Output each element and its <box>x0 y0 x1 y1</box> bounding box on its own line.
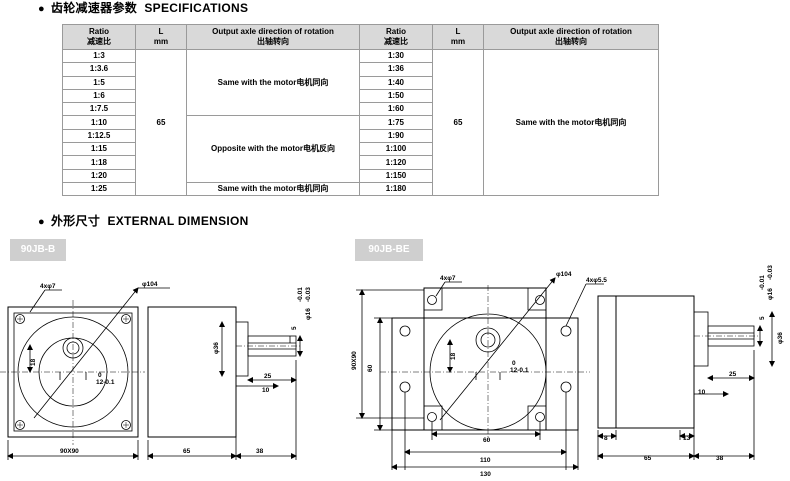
dim-5-right: 5 <box>759 316 766 320</box>
spec-title-cn: 齿轮减速器参数 <box>50 1 138 15</box>
dim-holes-left-r: 4xφ7 <box>440 275 456 282</box>
bullet-icon: ● <box>38 3 45 15</box>
dim-36-right: φ36 <box>777 332 784 344</box>
dim-10-right: 10 <box>698 389 706 396</box>
model-tag-right: 90JB-BE <box>355 239 423 261</box>
header-ratio-en: Ratio <box>89 27 109 36</box>
dim-90x90-vert: 90X90 <box>351 351 358 370</box>
dim-60-right: 60 <box>483 437 491 444</box>
header-ratio-en-2: Ratio <box>386 27 406 36</box>
dim-dia-104-right: φ104 <box>556 271 572 278</box>
header-dir-cn-2: 出轴转向 <box>555 37 587 46</box>
dim-38-right: 38 <box>716 455 724 462</box>
header-l-unit-2: mm <box>450 37 466 46</box>
dim-38-left: 38 <box>256 448 264 455</box>
dim-0-right: 0 <box>512 360 516 367</box>
tol-16b-right: -0.03 <box>767 265 774 280</box>
l-value-cell: 65 <box>135 48 187 197</box>
dim-18-left: 18 <box>30 358 37 366</box>
ext-section-title: ● 外形尺寸 EXTERNAL DIMENSION <box>38 212 249 229</box>
dim-8-right: 8 <box>604 435 608 442</box>
dim-13-right: 13 <box>683 435 691 442</box>
dim-holes-right: 4xφ5.5 <box>586 277 607 284</box>
header-l-en: L <box>158 27 164 36</box>
tol-16a-right: -0.01 <box>759 275 766 290</box>
header-ratio-cn-2: 减速比 <box>384 37 408 46</box>
dim-0-left: 0 <box>98 372 102 379</box>
dim-25-right: 25 <box>729 371 737 378</box>
table-row: 1:25 Same with the motor电机同向 1:180 <box>62 181 659 197</box>
ext-title-en: EXTERNAL DIMENSION <box>107 214 249 228</box>
dim-16-right: φ16 <box>767 288 774 300</box>
header-dir-cn: 出轴转向 <box>257 37 289 46</box>
dim-dia-104-left: φ104 <box>142 281 158 288</box>
dim-12-right: 12-0.1 <box>510 367 529 374</box>
dim-10-left: 10 <box>262 387 270 394</box>
header-l-en-2: L <box>455 27 461 36</box>
dir-same-cell-2: Same with the motor电机同向 <box>483 48 659 197</box>
dim-65-right: 65 <box>644 455 652 462</box>
dim-90x90-left: 90X90 <box>60 448 79 455</box>
left-front-view <box>0 287 170 460</box>
ratio-cell: 1:40 <box>359 75 433 90</box>
dim-60-vert: 60 <box>367 364 374 372</box>
header-l-unit: mm <box>153 37 169 46</box>
dim-130-right: 130 <box>480 471 491 478</box>
bullet-icon: ● <box>38 216 45 228</box>
dim-5-left: 5 <box>291 326 298 330</box>
dim-65-left: 65 <box>183 448 191 455</box>
dir-same-cell-3: Same with the motor电机同向 <box>186 181 360 197</box>
table-row: 1:10 Opposite with the motor电机反向 1:75 <box>62 115 659 183</box>
model-tag-left: 90JB-B <box>10 239 66 261</box>
dim-110-right: 110 <box>480 457 491 464</box>
spec-title-en: SPECIFICATIONS <box>144 1 249 15</box>
dim-18-right: 18 <box>450 352 457 360</box>
dim-12-left: 12-0.1 <box>96 379 115 386</box>
right-side-view <box>597 295 775 460</box>
left-side-view <box>147 306 303 460</box>
tol-16a-left: -0.01 <box>297 287 304 302</box>
dim-holes-left: 4xφ7 <box>40 283 56 290</box>
tol-16b-left: -0.03 <box>305 287 312 302</box>
ext-title-cn: 外形尺寸 <box>50 214 101 228</box>
dim-36-left: φ36 <box>213 342 220 354</box>
header-dir-en-2: Output axle direction of rotation <box>510 27 632 36</box>
dir-opposite-cell: Opposite with the motor电机反向 <box>186 115 360 183</box>
dim-16-left: φ16 <box>305 308 312 320</box>
right-front-view <box>356 277 604 470</box>
header-dir-en: Output axle direction of rotation <box>212 27 334 36</box>
header-ratio-cn: 减速比 <box>87 37 111 46</box>
spec-section-title: ● 齿轮减速器参数 SPECIFICATIONS <box>38 0 248 16</box>
ratio-cell: 1:25 <box>62 181 136 197</box>
dim-25-left: 25 <box>264 373 272 380</box>
ratio-cell: 1:180 <box>359 181 433 197</box>
